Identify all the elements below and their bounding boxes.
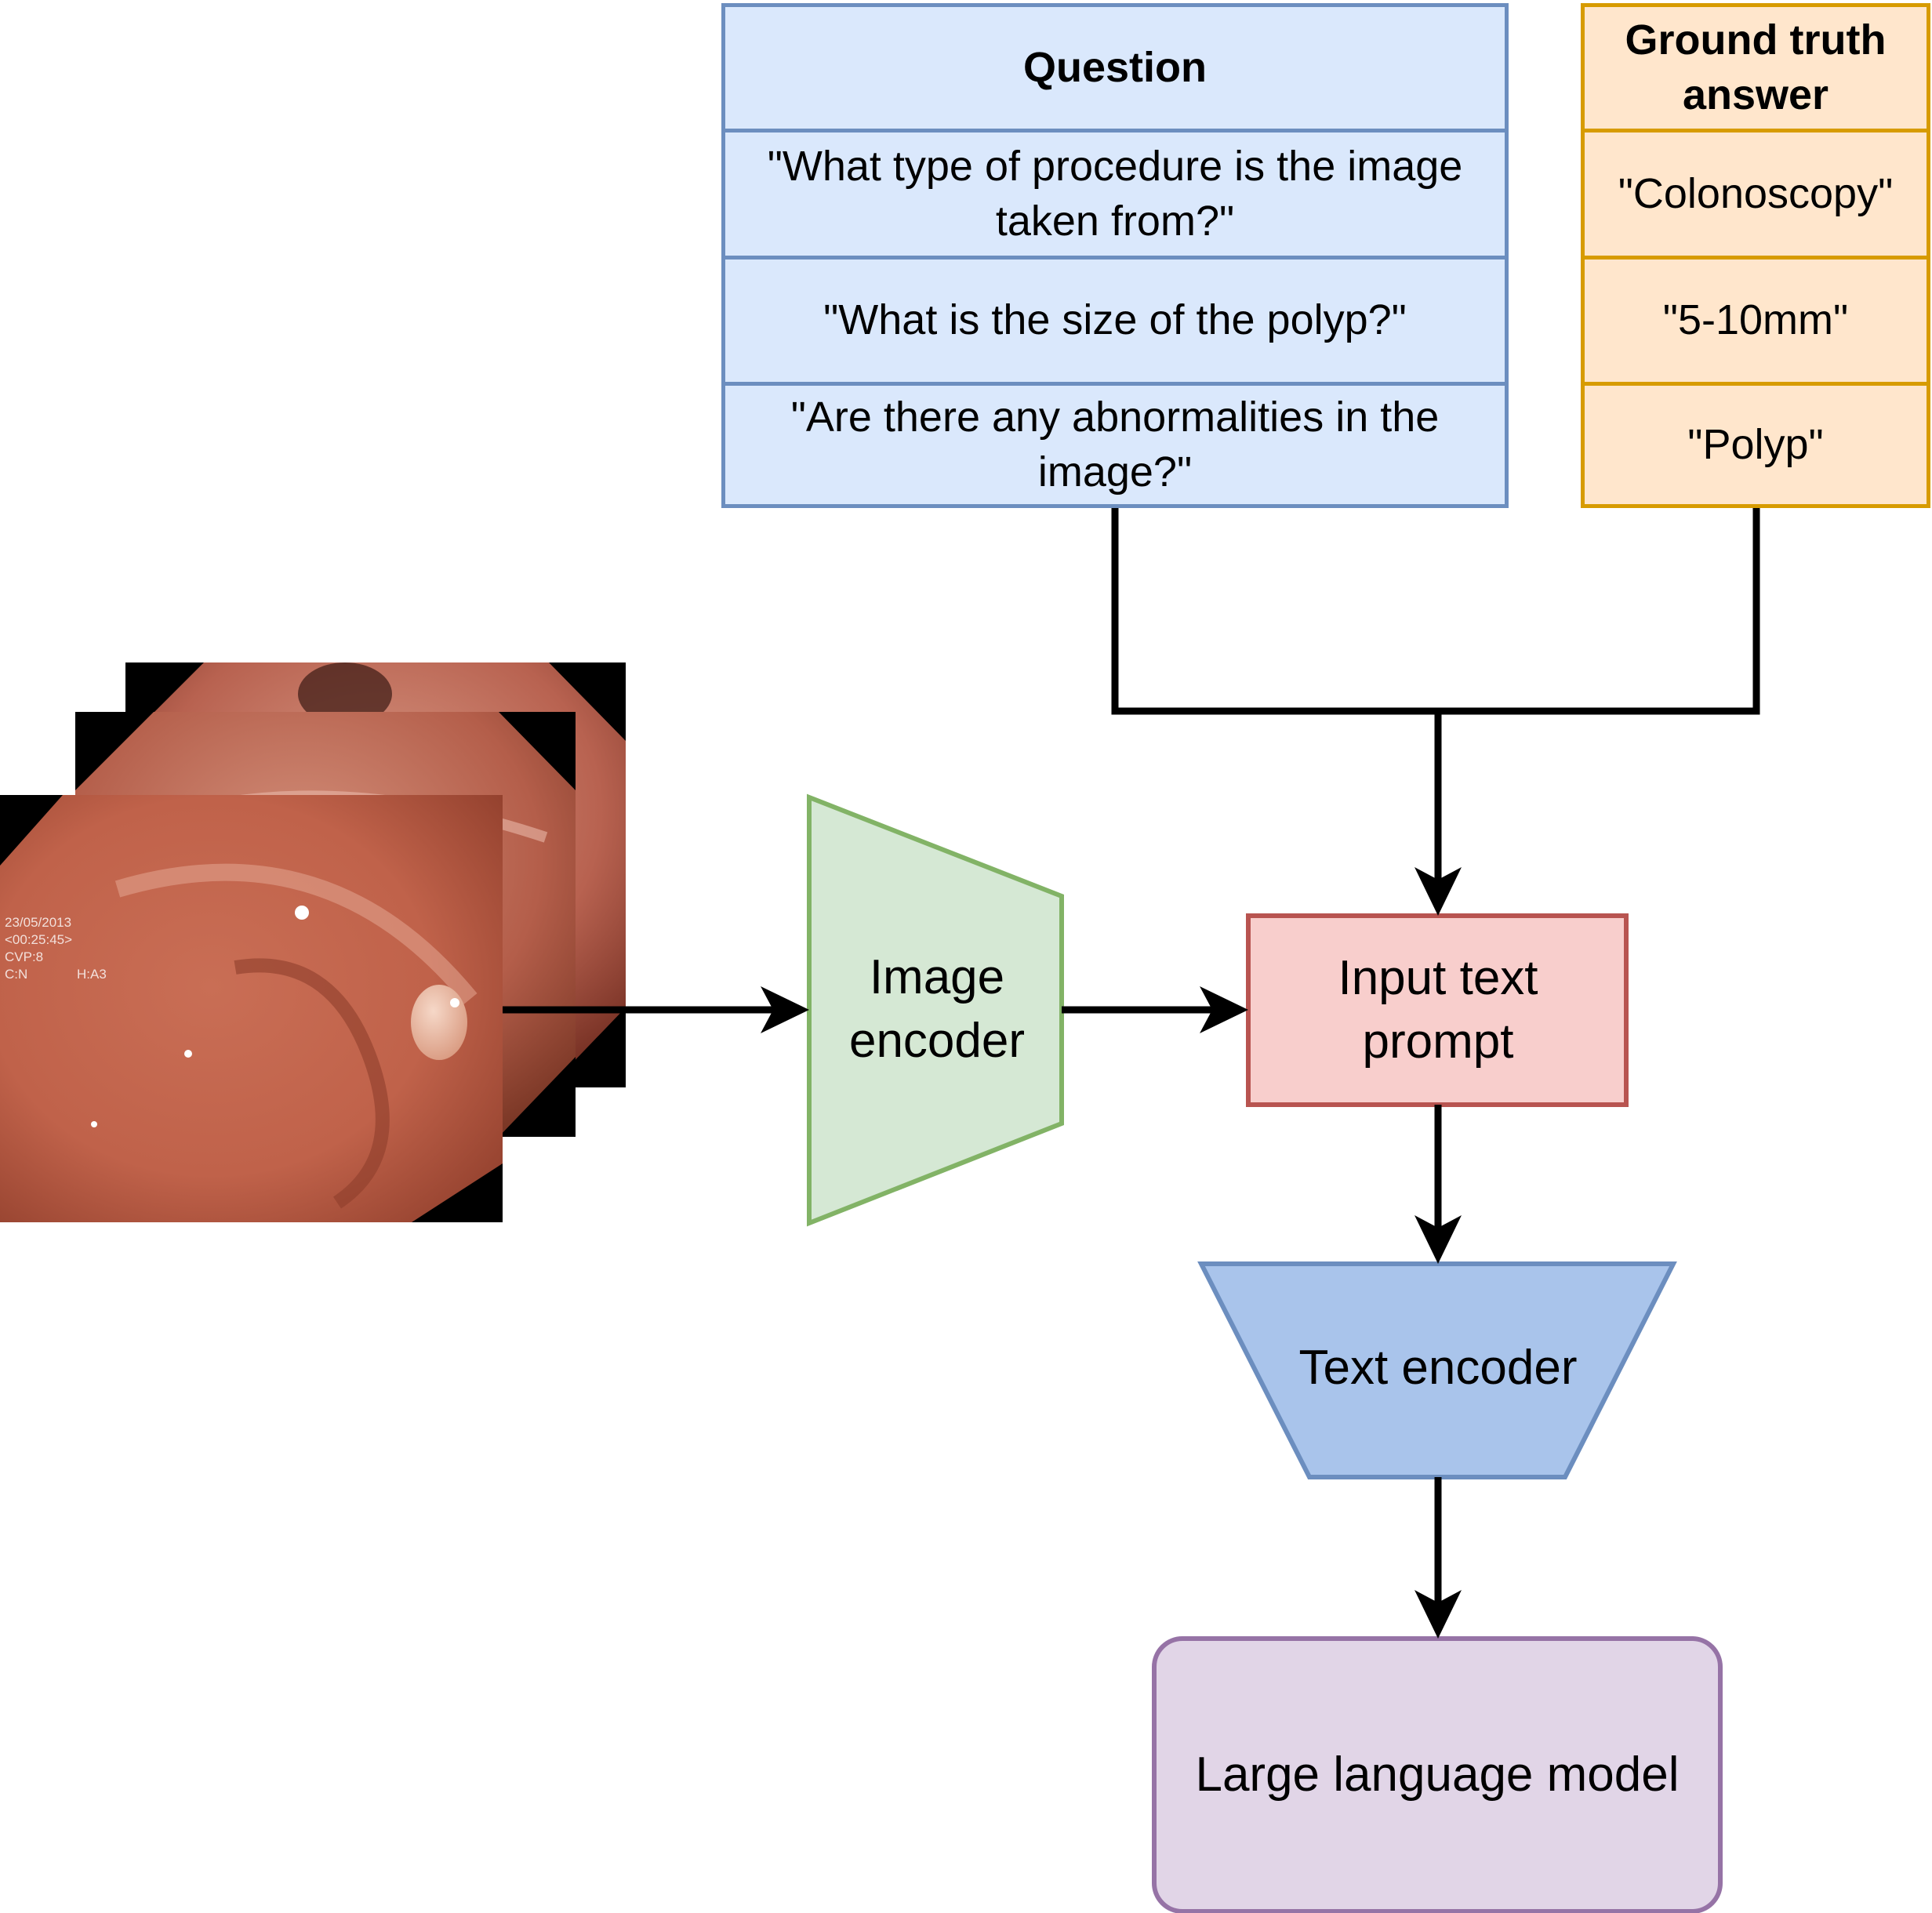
- arrowhead-text-encoder: [1414, 1215, 1462, 1264]
- image-overlay-date: 23/05/2013: [5, 915, 71, 930]
- endoscopy-image-front: 23/05/2013 <00:25:45> CVP:8 C:N H:A3: [0, 795, 503, 1222]
- text-encoder-shape: [1197, 1261, 1677, 1479]
- question-row: "Are there any abnormalities in the imag…: [721, 382, 1509, 508]
- question-connector: [1111, 508, 1438, 715]
- image-encoder-label: Image encoder: [848, 950, 1026, 1068]
- image-encoder-shape: [807, 793, 1064, 1227]
- answer-row: "Polyp": [1581, 382, 1930, 508]
- question-header: Question: [721, 3, 1509, 132]
- arrowhead-prompt-top: [1414, 867, 1462, 916]
- image-overlay-ha: H:A3: [77, 967, 107, 982]
- llm-shape: [1152, 1636, 1723, 1913]
- text-encoder-label: Text encoder: [1298, 1340, 1578, 1395]
- image-overlay-cvp: CVP:8: [5, 949, 43, 964]
- input-prompt-shape: [1246, 913, 1629, 1107]
- llm-label: Large language model: [1195, 1747, 1680, 1802]
- question-table: Question "What type of procedure is the …: [721, 3, 1509, 508]
- image-overlay-cn: C:N: [5, 967, 27, 982]
- answer-table: Ground truth answer "Colonoscopy" "5-10m…: [1581, 3, 1930, 508]
- answer-connector: [1438, 508, 1760, 715]
- answer-header: Ground truth answer: [1581, 3, 1930, 132]
- input-prompt-label: Input text prompt: [1338, 950, 1538, 1069]
- arrowhead-image-encoder: [761, 986, 809, 1033]
- arrowhead-llm: [1414, 1590, 1462, 1639]
- answer-row: "5-10mm": [1581, 256, 1930, 386]
- arrowhead-prompt-left: [1200, 986, 1248, 1033]
- image-overlay-time: <00:25:45>: [5, 932, 72, 947]
